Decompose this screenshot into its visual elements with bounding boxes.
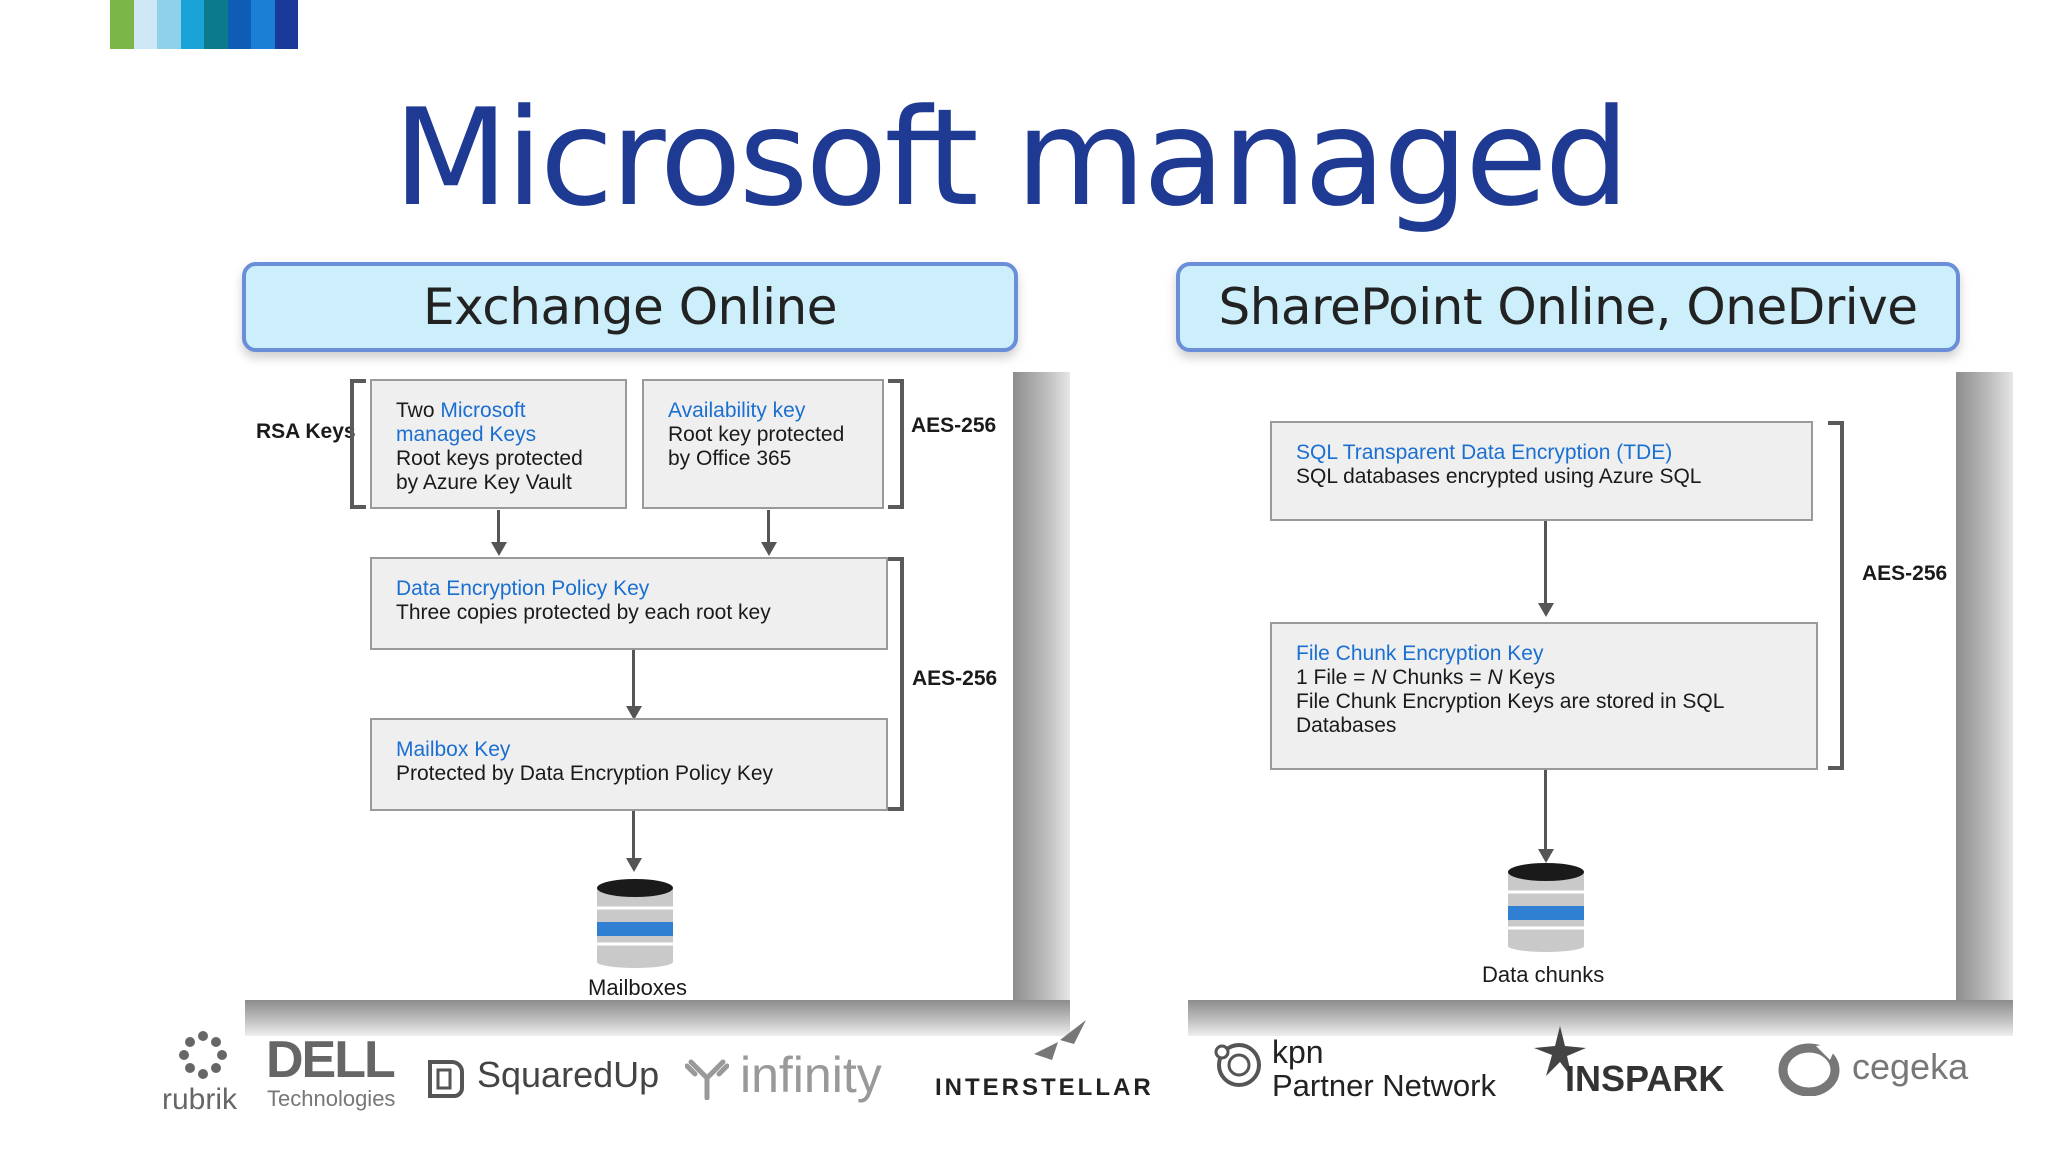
arrow <box>632 650 635 710</box>
msft-line4: by Azure Key Vault <box>396 471 572 494</box>
fce-line4: Databases <box>1296 714 1397 737</box>
msft-line2: managed Keys <box>396 423 537 446</box>
fce-line2e: Keys <box>1502 666 1556 689</box>
msft-line3: Root keys protected <box>396 447 583 470</box>
kpn-logo: kpn <box>1272 1034 1324 1070</box>
fce-line2c: Chunks = <box>1386 666 1488 689</box>
strip-segment <box>133 0 157 49</box>
aes-mid-bracket <box>888 557 904 811</box>
exchange-header: Exchange Online <box>242 262 1018 352</box>
box-microsoft-managed-keys: Two Microsoft managed Keys Root keys pro… <box>370 379 627 509</box>
data-chunks-label: Data chunks <box>1482 962 1605 987</box>
arrow-head <box>491 542 507 556</box>
arrow-head <box>1538 603 1554 617</box>
aes-top-bracket <box>888 379 904 509</box>
arrow-head <box>1538 849 1554 863</box>
arrow-head <box>761 542 777 556</box>
box-data-encryption-policy-key: Data Encryption Policy Key Three copies … <box>370 557 888 650</box>
squaredup-logo-icon <box>428 1060 464 1098</box>
sharepoint-header-label: SharePoint Online, OneDrive <box>1218 278 1919 336</box>
arrow <box>497 510 500 545</box>
arrow <box>1544 521 1547 605</box>
box-file-chunk-encryption-key: File Chunk Encryption Key 1 File = N Chu… <box>1270 622 1818 770</box>
box-sql-tde: SQL Transparent Data Encryption (TDE) SQ… <box>1270 421 1813 521</box>
cegeka-logo: cegeka <box>1852 1046 1969 1087</box>
box-availability-key: Availability key Root key protected by O… <box>642 379 884 509</box>
dep-title: Data Encryption Policy Key <box>396 577 650 600</box>
database-icon <box>597 879 673 968</box>
arrow-head <box>626 858 642 872</box>
avail-title: Availability key <box>668 399 806 422</box>
fce-line2b: N <box>1371 666 1387 689</box>
fce-line2d: N <box>1487 666 1503 689</box>
infinity-logo-icon <box>685 1059 729 1100</box>
database-icon <box>1508 863 1584 952</box>
strip-segment <box>227 0 251 49</box>
mailboxes-label: Mailboxes <box>588 975 688 1000</box>
mailbox-title: Mailbox Key <box>396 738 511 761</box>
tde-line2: SQL databases encrypted using Azure SQL <box>1296 465 1702 488</box>
avail-line2: Root key protected <box>668 423 845 446</box>
strip-segment <box>157 0 181 49</box>
panel-shadow <box>1188 1000 2013 1036</box>
mailbox-line2: Protected by Data Encryption Policy Key <box>396 762 774 785</box>
arrow <box>1544 770 1547 852</box>
interstellar-logo-icon <box>1034 1020 1086 1060</box>
dell-logo: DELL <box>266 1031 396 1089</box>
rubrik-logo: rubrik <box>162 1083 238 1116</box>
inspark-star-icon <box>1534 1026 1586 1078</box>
fce-title: File Chunk Encryption Key <box>1296 642 1544 665</box>
tde-title: SQL Transparent Data Encryption (TDE) <box>1296 441 1673 464</box>
strip-segment <box>204 0 228 49</box>
avail-line3: by Office 365 <box>668 447 792 470</box>
slide-title: Microsoft managed <box>393 80 1630 236</box>
strip-segment <box>274 0 298 49</box>
squaredup-logo: SquaredUp <box>477 1054 660 1095</box>
panel-shadow <box>1955 372 2013 1012</box>
arrow <box>767 510 770 545</box>
fce-line2a: 1 File = <box>1296 666 1372 689</box>
kpn-logo-icon <box>1214 1043 1261 1087</box>
aes-top-label: AES-256 <box>911 414 997 437</box>
brand-color-strip <box>110 0 298 49</box>
rubrik-logo-icon <box>179 1031 227 1079</box>
dep-line2: Three copies protected by each root key <box>396 601 771 624</box>
fce-line3: File Chunk Encryption Keys are stored in… <box>1296 690 1725 713</box>
inspark-logo: INSPARK <box>1565 1058 1725 1099</box>
arrow <box>632 811 635 861</box>
aes-mid-label: AES-256 <box>912 667 998 690</box>
strip-segment <box>180 0 204 49</box>
sharepoint-header: SharePoint Online, OneDrive <box>1176 262 1960 352</box>
exchange-header-label: Exchange Online <box>423 278 837 336</box>
infinity-logo: infinity <box>740 1047 882 1103</box>
aes-label: AES-256 <box>1862 562 1948 585</box>
interstellar-logo: INTERSTELLAR <box>935 1074 1154 1101</box>
strip-segment <box>251 0 275 49</box>
cegeka-logo-icon <box>1778 1042 1840 1096</box>
kpn-partner-network-label: Partner Network <box>1272 1068 1496 1103</box>
panel-shadow <box>1012 372 1070 1012</box>
strip-segment <box>110 0 134 49</box>
rsa-keys-label: RSA Keys <box>256 420 356 443</box>
dell-technologies-label: Technologies <box>267 1086 396 1111</box>
msft-line1-blue: Microsoft <box>440 399 526 422</box>
msft-line1-plain: Two <box>396 399 441 422</box>
rsa-bracket <box>350 379 366 509</box>
aes-bracket <box>1828 421 1844 770</box>
panel-shadow <box>245 1000 1070 1036</box>
arrow-head <box>626 706 642 720</box>
box-mailbox-key: Mailbox Key Protected by Data Encryption… <box>370 718 888 811</box>
